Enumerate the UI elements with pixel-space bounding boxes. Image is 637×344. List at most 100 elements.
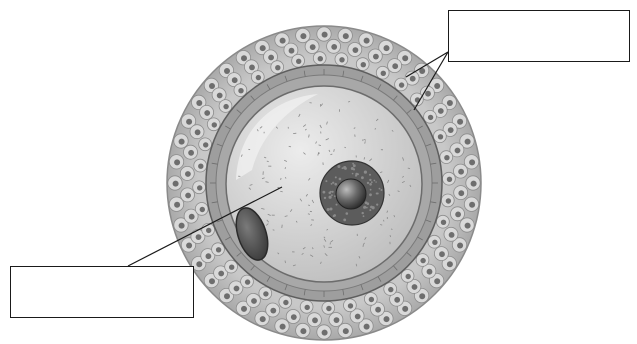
follicle-cell-nucleus (455, 148, 461, 154)
follicle-cell-nucleus (425, 91, 431, 97)
follicle-cell-nucleus (289, 48, 295, 54)
follicle-cell-nucleus (384, 45, 390, 51)
follicle-cell-nucleus (381, 71, 386, 76)
nucleus-speck (331, 183, 333, 185)
follicle-cell-nucleus (275, 65, 280, 70)
nucleus-speck (339, 178, 342, 181)
cytoplasm-speck (308, 205, 310, 206)
follicle-cell-nucleus (348, 303, 353, 308)
label-box-top[interactable] (448, 10, 630, 62)
nucleus-speck (352, 163, 354, 165)
nucleus-speck (353, 164, 356, 167)
follicle-cell-nucleus (218, 271, 224, 277)
follicle-cell-nucleus (185, 171, 191, 177)
follicle-cell-nucleus (465, 223, 471, 229)
follicle-cell-nucleus (224, 293, 230, 299)
nucleus-speck (369, 174, 371, 176)
follicle-cell-nucleus (283, 300, 288, 305)
nucleus-speck (324, 197, 326, 199)
follicle-cell-nucleus (447, 177, 452, 182)
nucleolus (336, 179, 366, 209)
follicle-cell-nucleus (392, 63, 398, 69)
follicle-cell-nucleus (369, 297, 374, 302)
follicle-cell-nucleus (195, 129, 201, 135)
follicle-cell-nucleus (402, 306, 408, 312)
follicle-cell-nucleus (196, 100, 202, 106)
follicle-cell-nucleus (238, 88, 243, 93)
follicle-cell-nucleus (343, 328, 349, 334)
nucleus-speck (329, 196, 332, 199)
follicle-cell-nucleus (469, 202, 475, 208)
nucleus-speck (357, 173, 359, 175)
follicle-cell-nucleus (212, 122, 217, 127)
nucleus-speck (369, 193, 372, 196)
nucleus-speck (376, 204, 378, 206)
follicle-cell-nucleus (410, 76, 416, 82)
nucleus-speck (370, 189, 372, 191)
follicle-cell-nucleus (206, 228, 211, 233)
cytoplasm-speck (248, 149, 250, 150)
follicle-cell-nucleus (373, 54, 379, 60)
follicle-cell-nucleus (174, 159, 180, 165)
follicle-cell-nucleus (361, 62, 366, 67)
follicle-cell-nucleus (312, 317, 318, 323)
follicle-cell-nucleus (384, 316, 390, 322)
follicle-cell-nucleus (432, 240, 437, 245)
follicle-cell-nucleus (174, 202, 180, 208)
follicle-cell-nucleus (322, 330, 328, 336)
follicle-cell-nucleus (434, 278, 440, 284)
follicle-cell-nucleus (399, 82, 404, 87)
follicle-cell-nucleus (188, 150, 194, 156)
follicle-cell-nucleus (179, 139, 185, 145)
follicle-cell-nucleus (471, 181, 477, 187)
label-box-bottom[interactable] (10, 266, 194, 318)
nucleus-speck (334, 183, 337, 186)
nucleus-speck (346, 212, 349, 215)
cytoplasm-speck (273, 230, 275, 231)
follicle-cell-nucleus (458, 190, 464, 196)
follicle-cell-nucleus (185, 193, 191, 199)
follicle-cell-nucleus (241, 306, 247, 312)
follicle-cell-nucleus (300, 33, 306, 39)
follicle-cell-nucleus (412, 284, 418, 290)
follicle-cell-nucleus (441, 220, 446, 225)
follicle-cell-nucleus (343, 33, 349, 39)
nucleus-speck (335, 176, 337, 178)
cytoplasm-speck (285, 261, 286, 264)
nucleus-speck (379, 188, 381, 190)
nucleus-speck (352, 173, 354, 175)
cytoplasm-speck (348, 102, 350, 103)
follicle-cell-nucleus (469, 159, 475, 165)
nucleus-speck (325, 180, 327, 182)
cytoplasm-speck (285, 167, 286, 169)
follicle-cell-nucleus (291, 314, 297, 320)
nucleus-speck (329, 192, 332, 195)
nucleus-speck (367, 182, 369, 184)
follicle-cell-nucleus (263, 291, 268, 296)
follicle-cell-nucleus (439, 251, 445, 257)
follicle-cell-nucleus (198, 164, 203, 169)
follicle-cell-nucleus (196, 261, 202, 267)
follicle-cell-nucleus (420, 258, 425, 263)
follicle-cell-nucleus (458, 169, 464, 175)
follicle-cell-nucleus (388, 287, 393, 292)
cytoplasm-speck (281, 178, 282, 180)
nucleus-speck (365, 201, 368, 204)
follicle-cell-nucleus (353, 47, 359, 53)
nucleus-speck (366, 207, 368, 209)
nucleus-speck (332, 182, 334, 184)
follicle-cell-nucleus (251, 298, 257, 304)
cytoplasm-speck (391, 229, 392, 230)
nucleus-speck (332, 191, 334, 193)
follicle-cell-nucleus (334, 317, 340, 323)
nucleus-speck (362, 212, 364, 214)
follicle-cell-nucleus (375, 307, 381, 313)
follicle-cell-nucleus (206, 253, 212, 259)
follicle-cell-nucleus (406, 274, 411, 279)
follicle-cell-nucleus (446, 198, 451, 203)
follicle-cell-nucleus (280, 38, 286, 44)
nucleus-speck (363, 207, 365, 209)
nucleus-speck (353, 168, 355, 170)
nucleus-speck (375, 181, 377, 183)
follicle-cell-nucleus (296, 59, 301, 64)
